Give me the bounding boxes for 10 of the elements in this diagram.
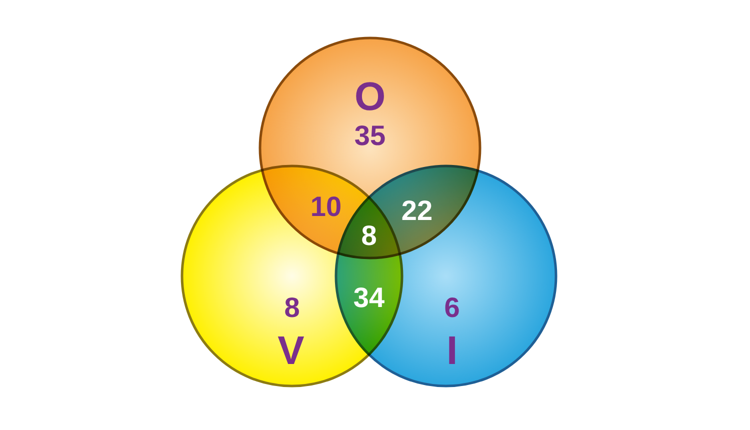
region-count: 22 <box>401 197 433 225</box>
set-label: I <box>446 331 458 371</box>
set-label: O <box>354 77 386 117</box>
region-count: 10 <box>310 193 342 221</box>
region-count: 8 <box>361 222 377 250</box>
region-count: 35 <box>354 122 386 150</box>
region-count: 6 <box>444 294 460 322</box>
set-label: V <box>278 331 304 371</box>
region-count: 34 <box>353 284 385 312</box>
region-count: 8 <box>284 294 300 322</box>
